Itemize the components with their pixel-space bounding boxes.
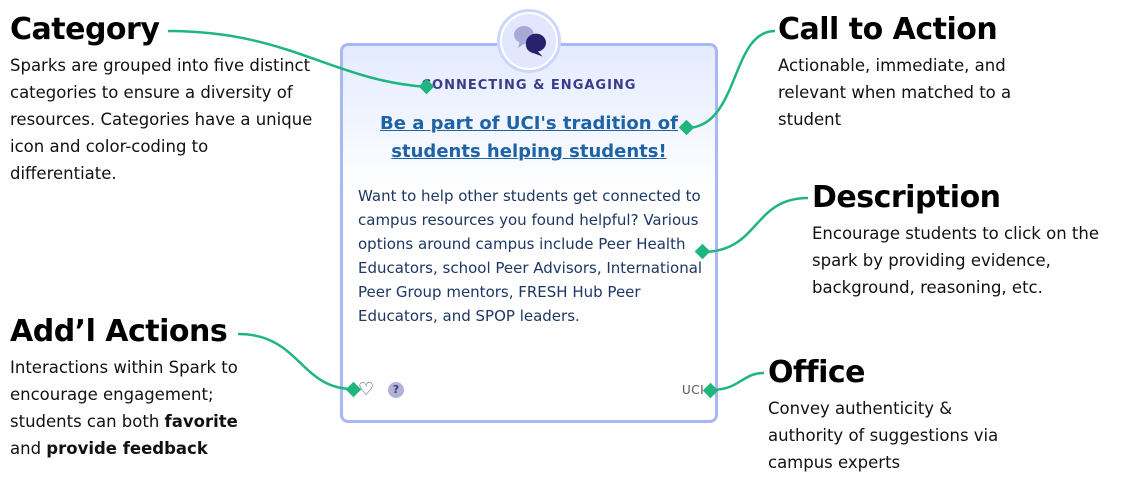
connector-category	[167, 29, 428, 89]
annotation-additional-actions-text: Interactions within Spark to encourage e…	[10, 354, 270, 462]
annotation-category: Category Sparks are grouped into five di…	[10, 12, 320, 187]
card-office-label: UCI	[682, 383, 705, 397]
heart-outline-icon[interactable]: ♡	[358, 379, 375, 400]
annotation-office: Office Convey authenticity & authority o…	[768, 355, 1008, 476]
annotation-call-to-action: Call to Action Actionable, immediate, an…	[778, 12, 1078, 133]
annotation-description: Description Encourage students to click …	[812, 180, 1117, 301]
annotation-actions-text-before: Interactions within Spark to encourage e…	[10, 358, 238, 431]
annotation-additional-actions-title: Add’l Actions	[10, 314, 228, 349]
question-bubble-icon[interactable]: ?	[388, 382, 404, 398]
spark-card[interactable]	[340, 43, 718, 423]
connector-office	[710, 371, 765, 392]
connector-office-marker	[702, 382, 719, 399]
card-category-label: CONNECTING & ENGAGING	[421, 78, 637, 93]
chat-bubbles-icon	[502, 14, 556, 68]
annotation-description-title: Description	[812, 180, 1001, 215]
annotation-actions-bold-favorite: favorite	[164, 412, 238, 431]
annotation-call-to-action-text: Actionable, immediate, and relevant when…	[778, 56, 1012, 129]
connector-description-marker	[694, 243, 711, 260]
connector-additional-actions-marker	[345, 381, 362, 398]
connector-call-to-action-marker	[678, 119, 695, 136]
annotation-description-text: Encourage students to click on the spark…	[812, 224, 1099, 297]
annotation-office-title: Office	[768, 355, 866, 390]
annotation-category-text: Sparks are grouped into five distinct ca…	[10, 56, 313, 183]
annotation-actions-text-mid: and	[10, 439, 47, 458]
card-description: Want to help other students get connecte…	[358, 187, 703, 325]
annotation-actions-bold-feedback: provide feedback	[46, 439, 208, 458]
connector-category-marker	[418, 78, 435, 95]
annotation-office-text: Convey authenticity & authority of sugge…	[768, 399, 999, 472]
connector-additional-actions	[237, 332, 354, 391]
card-call-to-action-link[interactable]: Be a part of UCI's tradition of students…	[380, 113, 678, 162]
connector-call-to-action	[685, 29, 776, 130]
annotation-call-to-action-title: Call to Action	[778, 12, 998, 47]
annotation-additional-actions: Add’l Actions Interactions within Spark …	[10, 314, 270, 462]
card-category-icon-badge	[497, 9, 561, 73]
connector-description	[701, 196, 809, 254]
annotation-category-title: Category	[10, 12, 160, 47]
